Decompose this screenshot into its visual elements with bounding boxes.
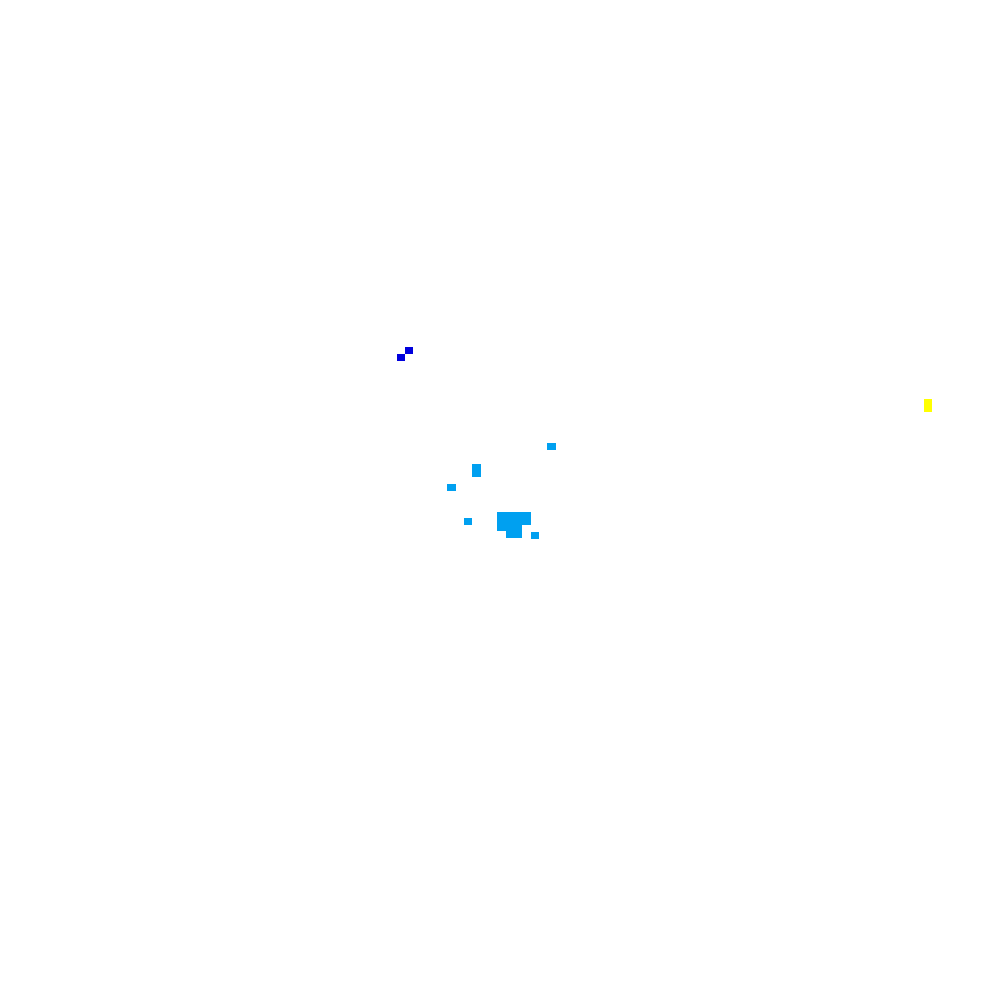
light-blue-pixel: [464, 518, 472, 525]
dark-blue-pixel: [397, 354, 405, 361]
light-blue-pixel: [547, 443, 556, 450]
light-blue-pixel: [531, 532, 539, 539]
light-blue-pixel: [497, 512, 531, 525]
light-blue-pixel: [472, 464, 481, 477]
light-blue-pixel: [447, 484, 456, 491]
dark-blue-pixel: [405, 347, 413, 354]
light-blue-pixel: [497, 525, 522, 531]
light-blue-pixel: [506, 531, 522, 538]
yellow-pixel: [924, 399, 932, 412]
